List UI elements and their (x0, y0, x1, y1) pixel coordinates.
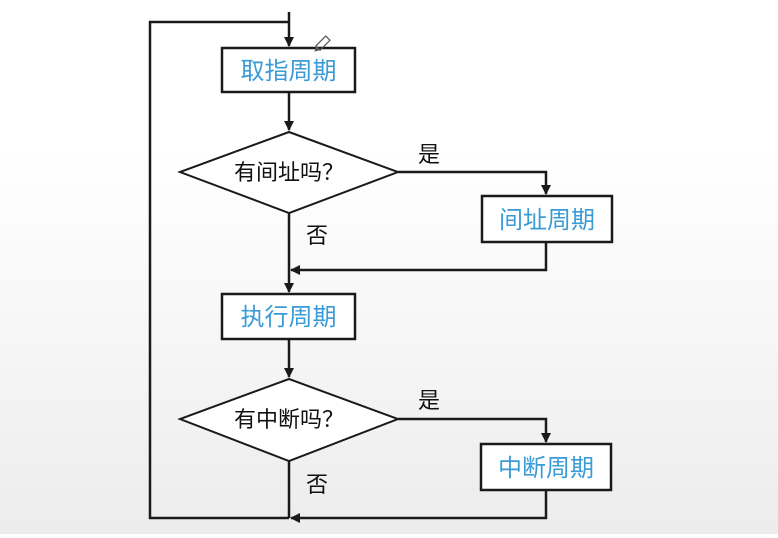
interrupt-question-label: 有中断吗？ (234, 408, 344, 433)
yes-label-1: 是 (418, 143, 440, 168)
no-label-1: 否 (306, 224, 328, 249)
indirect-cycle-label: 间址周期 (499, 206, 595, 234)
fetch-cycle-label: 取指周期 (241, 57, 337, 85)
fetch-cycle-box (220, 46, 357, 94)
interrupt-cycle-label: 中断周期 (498, 454, 594, 482)
no-label-2: 否 (306, 473, 328, 498)
pencil-icon (314, 35, 331, 52)
interrupt-return-line (290, 490, 548, 523)
indirect-question-label: 有间址吗？ (234, 161, 344, 186)
indirect-cycle-box (480, 194, 614, 244)
indirect-return-line (290, 242, 548, 275)
indirect-yes-line (398, 170, 551, 195)
interrupt-yes-line (398, 417, 551, 443)
loop-back-line (148, 20, 289, 520)
yes-label-2: 是 (418, 389, 440, 414)
execute-cycle-label: 执行周期 (241, 303, 337, 331)
